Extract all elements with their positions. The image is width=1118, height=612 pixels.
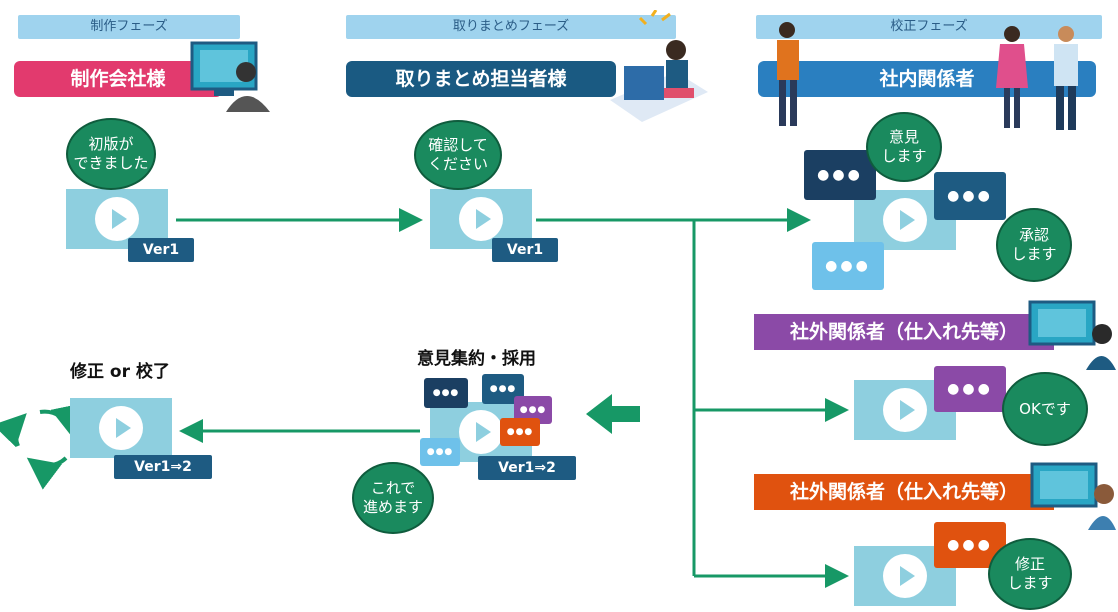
video-production (66, 189, 168, 249)
version-aggregate: Ver1⇒2 (478, 456, 576, 480)
role-internal: 社内関係者 (758, 61, 1096, 97)
label-fix-or-done: 修正 or 校了 (70, 362, 170, 382)
play-icon (883, 388, 927, 432)
version-compile: Ver1 (492, 238, 558, 262)
play-icon (459, 410, 503, 454)
phase-compile: 取りまとめフェーズ (346, 15, 676, 39)
chat-box-small-navy: ●●● (424, 378, 468, 408)
version-final: Ver1⇒2 (114, 455, 212, 479)
chat-box-purple: ●●● (934, 366, 1006, 412)
bubble-please-check: 確認して ください (414, 120, 502, 190)
phase-production: 制作フェーズ (18, 15, 240, 39)
play-icon (459, 197, 503, 241)
video-final (70, 398, 172, 458)
compiler-illustration (610, 10, 708, 122)
role-external-purple: 社外関係者（仕入れ先等） (754, 314, 1054, 350)
play-icon (95, 197, 139, 241)
chat-box-small-light: ●●● (420, 438, 460, 466)
bubble-first-edition: 初版が できました (66, 118, 156, 190)
role-production-company: 制作会社様 (14, 61, 222, 97)
external-purple-illustration (1028, 300, 1116, 370)
chat-box-small-orange: ●●● (500, 418, 540, 446)
bubble-proceed: これで 進めます (352, 462, 434, 534)
version-production: Ver1 (128, 238, 194, 262)
phase-proof: 校正フェーズ (756, 15, 1102, 39)
external-orange-illustration (1030, 462, 1116, 530)
video-compile (430, 189, 532, 249)
role-external-orange: 社外関係者（仕入れ先等） (754, 474, 1054, 510)
chat-box-navy: ●●● (804, 150, 876, 200)
chat-box-light: ●●● (812, 242, 884, 290)
play-icon (883, 198, 927, 242)
bubble-opinion: 意見 します (866, 112, 942, 182)
internal-person-left-illustration (777, 22, 799, 126)
role-compiler: 取りまとめ担当者様 (346, 61, 616, 97)
label-aggregate: 意見集約・採用 (417, 349, 536, 369)
internal-people-right-illustration (996, 26, 1078, 130)
play-icon (99, 406, 143, 450)
aggregate-arrow (586, 394, 640, 434)
bubble-ok: OKです (1002, 372, 1088, 446)
bubble-fix: 修正 します (988, 538, 1072, 610)
recycle-icon (14, 404, 78, 468)
chat-box-blue: ●●● (934, 172, 1006, 220)
designer-illustration (190, 41, 270, 112)
bubble-approve: 承認 します (996, 208, 1072, 282)
play-icon (883, 554, 927, 598)
